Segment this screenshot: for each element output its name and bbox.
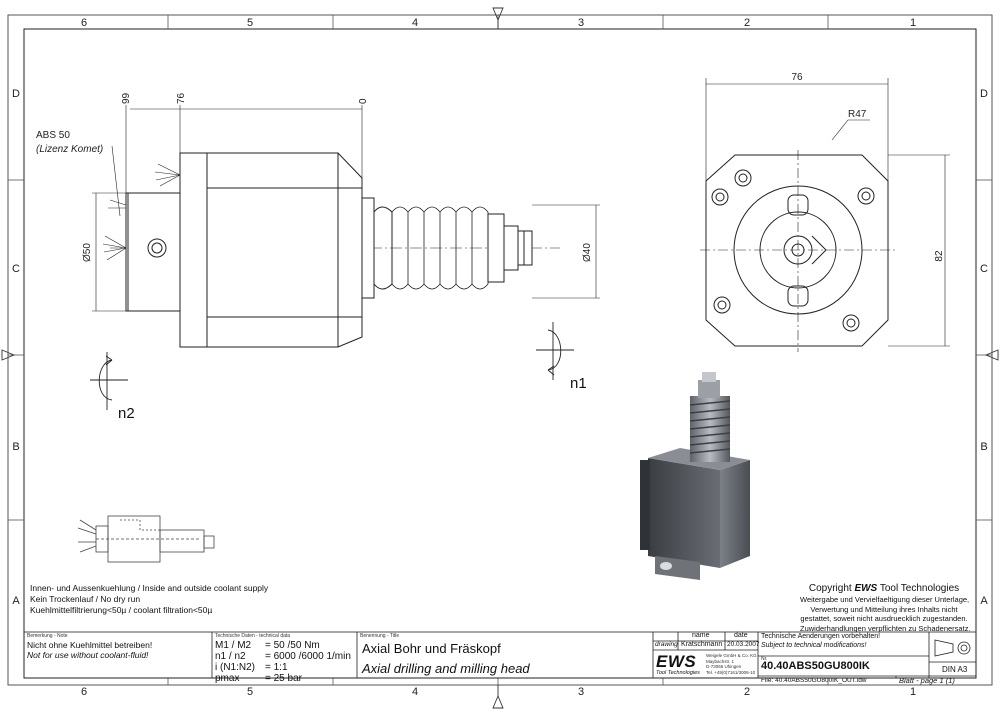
rotation-symbols	[90, 322, 574, 410]
drawer-name: Kratschmann	[681, 641, 723, 648]
front-dim-76-label: 76	[791, 72, 803, 83]
rotation-n1-label: n1	[570, 375, 587, 392]
front-dim-82-label: 82	[934, 250, 945, 262]
dim-d40-label: Ø40	[582, 243, 593, 262]
coolant-note-line1: Innen- und Aussenkuehlung / Inside and o…	[30, 583, 269, 593]
ews-logo-subtitle: Tool Technologies	[656, 670, 700, 676]
drawing-row-label: drawing	[655, 641, 678, 648]
remark-caption: Bemerkung - Note	[27, 633, 68, 639]
grid-row-d-left: D	[12, 88, 20, 100]
company-address: Weigele GmbH & Co. KG Maybachstr. 1 D-73…	[706, 653, 757, 675]
rotation-n2-label: n2	[118, 405, 135, 422]
tech-row: i (N1:N2)= 1:1	[215, 662, 288, 673]
grid-row-a-right: A	[980, 595, 988, 607]
abs-license-label: (Lizenz Komet)	[36, 144, 103, 155]
file-name: File: 40.40ABS50GU800IK_OUT.idw	[761, 677, 867, 684]
title-block-frame	[23, 631, 977, 679]
grid-row-c-left: C	[12, 263, 20, 275]
copyright-line: gestattet, soweit nicht ausdruecklich zu…	[800, 614, 968, 623]
front-view	[700, 78, 950, 352]
side-view-labels: 99 76 0 Ø50 Ø40 ABS 50 (Lizenz Komet)	[36, 92, 593, 262]
coolant-note-line3: Kuehlmittelfiltrierung<50µ / coolant fil…	[30, 605, 213, 615]
coolant-schematic	[77, 515, 215, 563]
grid-row-b-right: B	[980, 441, 987, 453]
tech-data-caption: Technische Daten - technical data	[215, 633, 291, 639]
3d-render	[640, 372, 750, 580]
tech-row: M1 / M2= 50 /50 Nm	[215, 640, 320, 651]
title-de: Axial Bohr und Fräskopf	[362, 641, 501, 656]
grid-col-5-bottom: 5	[247, 686, 253, 698]
grid-row-a-left: A	[12, 595, 20, 607]
grid-col-1-bottom: 1	[910, 686, 916, 698]
grid-row-c-right: C	[980, 263, 988, 275]
remark-en: Not for use without coolant-fluid!	[27, 650, 149, 660]
grid-col-2-top: 2	[744, 17, 750, 29]
coolant-notes: Innen- und Aussenkuehlung / Inside and o…	[30, 583, 268, 616]
ews-logo: EWS	[656, 652, 697, 671]
projection-symbol-icon	[934, 639, 971, 657]
dim-d50-label: Ø50	[82, 243, 93, 262]
remark-de: Nicht ohne Kuehlmittel betreiben!	[27, 640, 153, 650]
changes-en: Subject to technical modifications!	[761, 642, 867, 649]
coolant-note-line2: Kein Trockenlauf / No dry run	[30, 594, 141, 604]
copyright-title: Copyright EWS Tool Technologies	[808, 583, 960, 594]
grid-col-2-bottom: 2	[744, 686, 750, 698]
radius-label: R47	[848, 109, 867, 120]
grid-col-1-top: 1	[910, 17, 916, 29]
copyright-line: Zuwiderhandlungen verpflichten zu Schade…	[800, 623, 971, 633]
name-header: name	[692, 632, 710, 639]
grid-row-b-left: B	[12, 441, 19, 453]
grid-col-5-top: 5	[247, 17, 253, 29]
grid-col-4-bottom: 4	[412, 686, 418, 698]
centering-marks	[1, 7, 999, 709]
date-header: date	[734, 632, 748, 639]
tech-row: pmax= 25 bar	[215, 673, 302, 684]
tech-row: n1 / n2= 6000 /6000 1/min	[215, 651, 351, 662]
paper-format: DIN A3	[942, 665, 968, 674]
copyright-line: Verwertung und Mitteilung ihres Inhalts …	[810, 604, 958, 614]
title-caption: Benennung - Title	[360, 633, 400, 639]
sheet-number: Blatt - page 1 (1)	[899, 676, 955, 685]
drawing-date: 20.03.2007	[727, 641, 760, 648]
part-number: 40.40ABS50GU800IK	[761, 660, 870, 672]
part-number-caption: Nr.	[761, 656, 768, 662]
abs-label: ABS 50	[36, 130, 70, 141]
grid-row-d-right: D	[980, 88, 988, 100]
grid-col-4-top: 4	[412, 17, 418, 29]
tech-data-table: M1 / M2= 50 /50 Nm n1 / n2= 6000 /6000 1…	[215, 640, 351, 684]
copyright-line: Weitergabe und Vervielfaeltigung dieser …	[800, 595, 970, 604]
dim-0-label: 0	[358, 98, 369, 104]
dim-76-label: 76	[176, 92, 187, 104]
copyright-block: Copyright EWS Tool Technologies Weiterga…	[800, 582, 971, 633]
grid-col-3-top: 3	[578, 17, 584, 29]
changes-de: Technische Aenderungen vorbehalten!	[761, 633, 881, 640]
title-en: Axial drilling and milling head	[362, 661, 530, 676]
grid-col-6-bottom: 6	[81, 686, 87, 698]
grid-col-3-bottom: 3	[578, 686, 584, 698]
side-view	[92, 105, 600, 348]
dim-99-label: 99	[121, 92, 132, 104]
grid-col-6-top: 6	[81, 17, 87, 29]
